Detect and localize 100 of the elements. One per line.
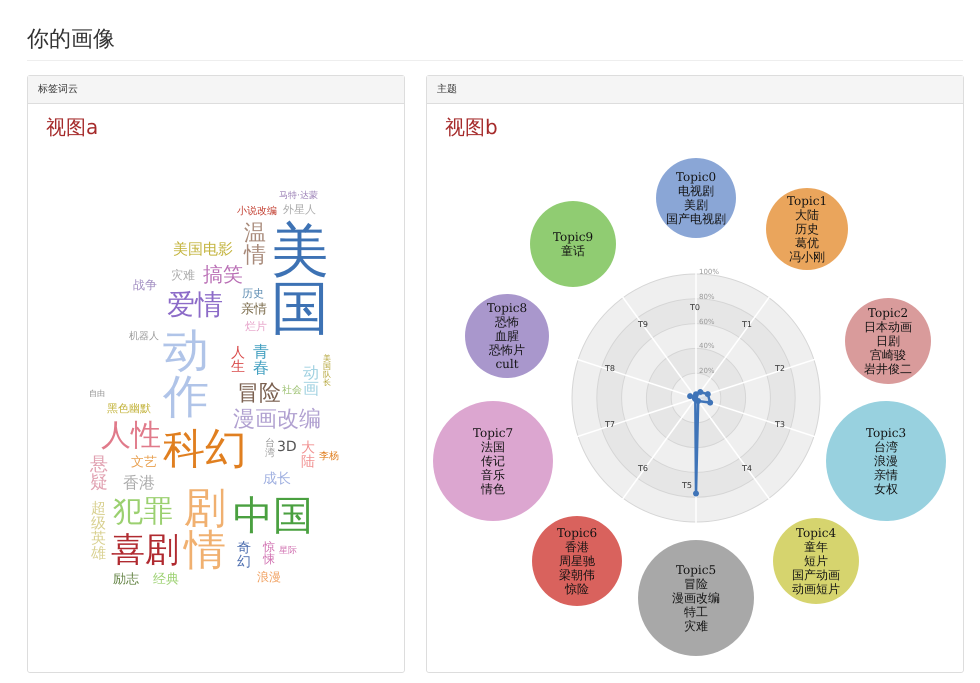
tag-word: 外星人 [283, 204, 316, 217]
topic-keyword: 恐怖片 [489, 343, 525, 357]
tag-word: 小说改编 [237, 206, 277, 218]
axis-label: T6 [638, 465, 648, 473]
topic-keyword: 血腥 [495, 329, 519, 343]
tag-word: 经典 [153, 573, 179, 588]
tag-word: 社会 [282, 385, 302, 396]
tag-word: 烂片 [245, 321, 267, 334]
tag-word: 奇幻 [237, 541, 251, 569]
tag-word: 文艺 [131, 456, 157, 471]
topic-keyword: 冯小刚 [789, 250, 825, 264]
tag-word: 亲情 [241, 303, 267, 318]
axis-label: T7 [605, 421, 615, 429]
topic-heading: Topic1 [786, 194, 828, 208]
tag-word: 动作 [163, 327, 209, 419]
tag-word: 喜剧 [111, 531, 179, 570]
tag-word: 温情 [244, 223, 266, 267]
tag-word: 悬疑 [90, 456, 108, 492]
panel-header: 标签词云 [28, 76, 404, 104]
tag-word: 灾难 [171, 269, 195, 283]
topic-keyword: 女权 [874, 482, 898, 496]
topic-heading: Topic3 [866, 426, 906, 440]
topic-keyword: 日本动画 [864, 320, 912, 334]
tag-word: 马特·达蒙 [279, 191, 318, 202]
topic-keyword: 童年 [804, 540, 828, 554]
tag-word: 美国 [271, 221, 329, 337]
topic-heading: Topic5 [676, 563, 716, 577]
axis-label: T5 [682, 482, 692, 490]
panel-header: 主题 [427, 76, 963, 104]
tag-word: 冒险 [237, 381, 281, 406]
tag-word: 香港 [123, 474, 155, 492]
topic-keyword: 梁朝伟 [559, 568, 595, 582]
topic-keyword: 恐怖 [495, 315, 519, 329]
axis-label: T3 [775, 421, 785, 429]
topic-keyword: 葛优 [795, 236, 819, 250]
topic-keyword: cult [495, 357, 519, 371]
topic-heading: Topic6 [556, 526, 598, 540]
topic-keyword: 音乐 [481, 468, 505, 482]
tag-word: 星际 [279, 546, 297, 556]
topic-keyword: 周星驰 [559, 554, 595, 568]
topic-heading: Topic8 [486, 301, 528, 315]
tag-word: 犯罪 [113, 495, 173, 530]
tag-word: 黑色幽默 [107, 403, 151, 416]
topic-heading: Topic4 [796, 526, 836, 540]
axis-label: T2 [775, 365, 785, 373]
topic-keyword: 浪漫 [874, 454, 898, 468]
axis-label: T4 [742, 465, 752, 473]
tag-word: 励志 [113, 573, 139, 588]
tag-word: 动画 [303, 365, 319, 397]
tag-word: 机器人 [129, 331, 159, 342]
view-heading: 视图b [445, 114, 498, 141]
topic-heading: Topic2 [868, 306, 908, 320]
topic-keyword: 国产动画 [792, 568, 840, 582]
tag-word: 超级英雄 [91, 501, 106, 561]
tag-word: 爱情 [167, 289, 223, 322]
tag-word: 剧情 [184, 487, 226, 571]
tag-word: 台湾 [265, 439, 275, 459]
tag-word: 惊悚 [263, 541, 275, 565]
topic-keyword: 灾难 [684, 619, 708, 633]
topic-keyword: 特工 [684, 605, 708, 619]
topic-keyword: 情色 [481, 482, 505, 496]
tag-word: 美国电影 [173, 241, 233, 258]
topic-heading: Topic9 [552, 230, 594, 244]
topic-keyword: 国产电视剧 [666, 212, 726, 226]
topic-heading: Topic0 [676, 170, 716, 184]
tag-word: 中国 [233, 493, 313, 539]
topic-keyword: 漫画改编 [672, 591, 720, 605]
tag-word: 搞笑 [203, 263, 243, 286]
topic-keyword: 历史 [795, 222, 819, 236]
topic-keyword: 亲情 [874, 468, 898, 482]
tag-word: 李杨 [319, 451, 339, 462]
tag-word: 青春 [253, 344, 269, 376]
tag-word: 成长 [263, 471, 291, 488]
topic-keyword: 传记 [481, 454, 505, 468]
topic-keyword: 动画短片 [792, 582, 840, 596]
panel-card [27, 75, 405, 673]
tag-word: 浪漫 [257, 571, 281, 585]
axis-label: T1 [742, 321, 752, 329]
tag-word: 历史 [242, 288, 264, 301]
view-heading: 视图a [46, 114, 98, 141]
tag-word: 人生 [231, 346, 245, 374]
topic-keyword: 宫崎骏 [870, 348, 906, 362]
topic-keyword: 短片 [804, 554, 828, 568]
tag-word: 3D [277, 439, 297, 456]
page-title: 你的画像 [27, 26, 115, 54]
axis-label: T8 [605, 365, 615, 373]
topic-keyword: 台湾 [874, 440, 898, 454]
tag-word: 大陆 [301, 441, 315, 469]
topic-keyword: 童话 [561, 244, 585, 258]
topic-keyword: 法国 [481, 440, 505, 454]
topic-heading: Topic7 [472, 426, 514, 440]
axis-label: T9 [638, 321, 648, 329]
topic-keyword: 大陆 [795, 208, 819, 222]
panel-card [426, 75, 964, 673]
topic-keyword: 香港 [565, 540, 589, 554]
tag-word: 自由 [89, 389, 105, 398]
topic-keyword: 岩井俊二 [864, 362, 912, 376]
topic-keyword: 美剧 [684, 198, 708, 212]
tag-word: 战争 [133, 279, 157, 293]
axis-label: T0 [690, 304, 700, 312]
